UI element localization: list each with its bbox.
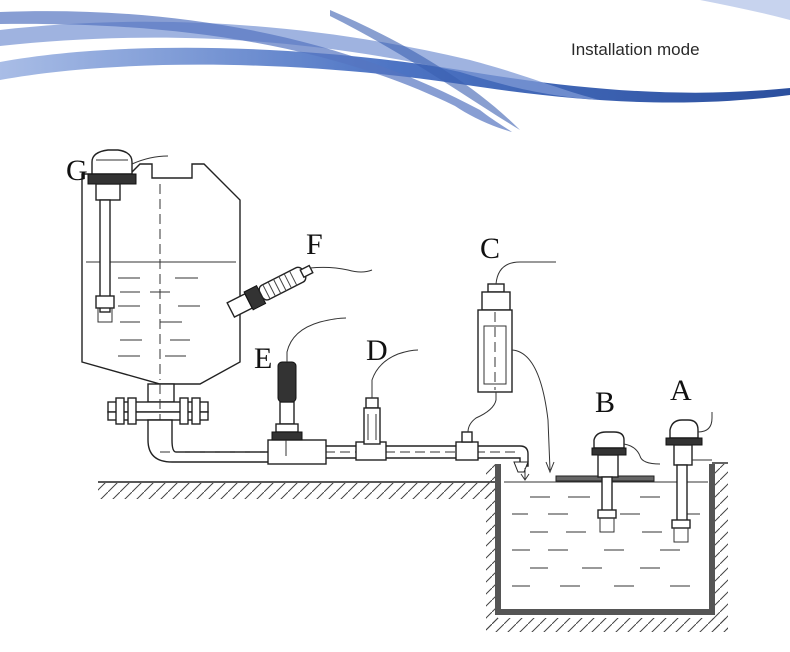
label-e: E: [254, 342, 272, 375]
sensor-a: [665, 412, 713, 543]
sensor-g: [87, 149, 169, 323]
sensor-c: [467, 261, 556, 474]
sensor-b: [591, 431, 661, 533]
process-pipe: [160, 431, 530, 481]
label-a: A: [670, 374, 692, 407]
label-f: F: [306, 228, 323, 261]
sensor-f: [226, 264, 314, 319]
label-g: G: [66, 154, 88, 187]
sensor-d: [363, 349, 419, 445]
sensor-f-cable: [309, 266, 373, 273]
header-wave-decoration: [0, 0, 790, 132]
sensor-e: [271, 317, 347, 456]
ground: [98, 462, 728, 630]
label-c: C: [480, 232, 500, 265]
label-b: B: [595, 386, 615, 419]
label-d: D: [366, 334, 388, 367]
page-title: Installation mode: [571, 40, 700, 59]
pressure-vessel: [81, 163, 271, 463]
